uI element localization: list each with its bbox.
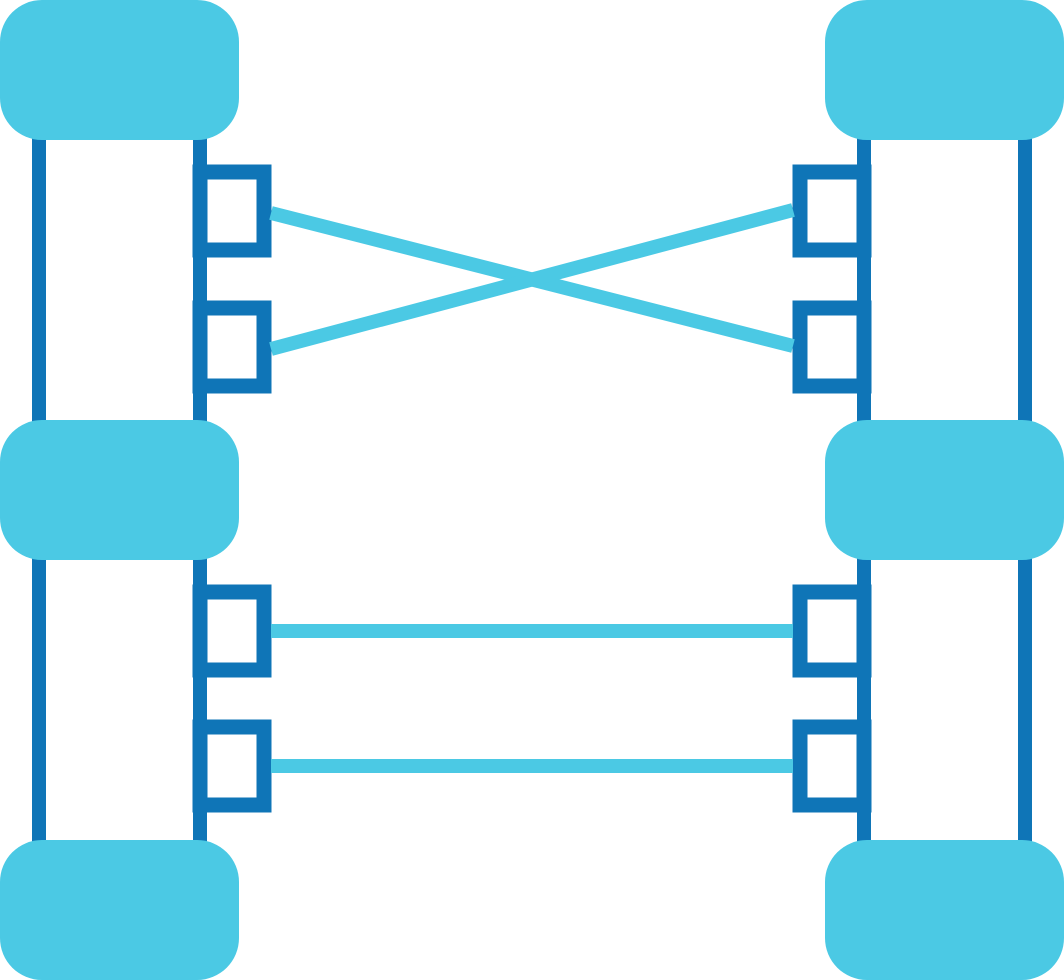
cables bbox=[269, 203, 795, 773]
left-port-2 bbox=[192, 300, 272, 394]
left-port-4 bbox=[192, 719, 272, 813]
right-port-2 bbox=[792, 300, 872, 394]
right-port-4 bbox=[792, 719, 872, 813]
right-panel bbox=[792, 0, 1064, 980]
left-middle-cap bbox=[0, 420, 239, 560]
right-bottom-cap bbox=[825, 840, 1064, 980]
right-port-1 bbox=[792, 164, 872, 258]
left-port-1 bbox=[192, 164, 272, 258]
right-top-cap bbox=[825, 0, 1064, 140]
cable-crossed-2 bbox=[269, 203, 795, 356]
left-port-3 bbox=[192, 584, 272, 678]
right-middle-cap bbox=[825, 420, 1064, 560]
right-port-3 bbox=[792, 584, 872, 678]
left-top-cap bbox=[0, 0, 239, 140]
left-panel bbox=[0, 0, 272, 980]
left-bottom-cap bbox=[0, 840, 239, 980]
